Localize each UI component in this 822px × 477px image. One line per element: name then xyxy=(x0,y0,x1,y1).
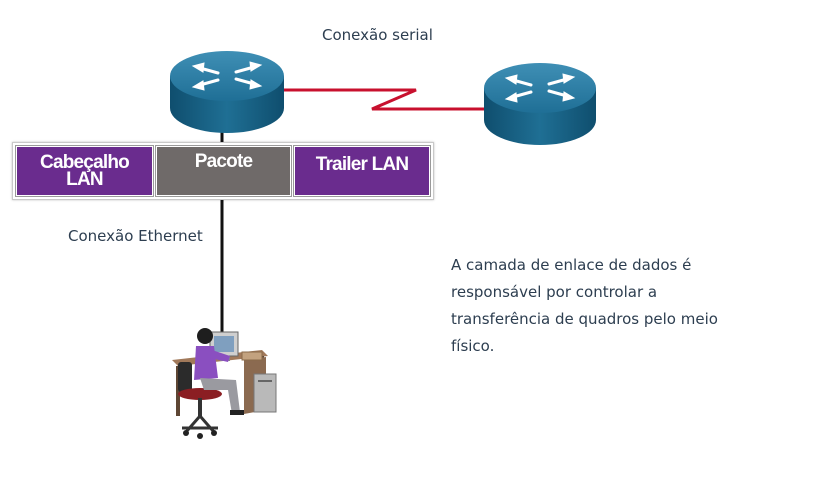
frame-header-segment: Cabeçalho LAN xyxy=(15,145,154,197)
workstation-user-icon xyxy=(172,328,277,439)
serial-link xyxy=(284,88,484,111)
frame-trailer-label: Trailer LAN xyxy=(315,154,409,175)
serial-connection-label: Conexão serial xyxy=(322,26,433,44)
description-text: A camada de enlace de dados é responsáve… xyxy=(451,256,718,355)
router-icon xyxy=(484,63,596,145)
ethernet-connection-label: Conexão Ethernet xyxy=(68,227,203,245)
frame-trailer-segment: Trailer LAN xyxy=(293,145,431,197)
frame-header-label: Cabeçalho LAN xyxy=(40,152,130,190)
frame-packet-segment: Pacote xyxy=(155,145,292,197)
router-icon xyxy=(170,51,284,133)
frame-packet-label: Pacote xyxy=(194,151,253,172)
data-link-frame: Cabeçalho LAN Pacote Trailer LAN xyxy=(12,142,434,200)
